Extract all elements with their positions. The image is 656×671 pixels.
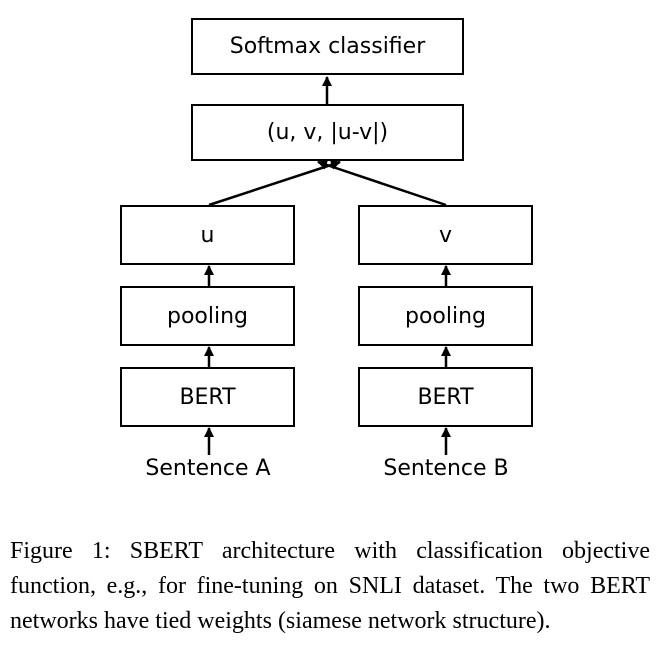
figure-caption: Figure 1: SBERT architecture with classi… xyxy=(10,538,650,634)
right-pooling-box: pooling xyxy=(358,286,533,346)
left-pooling-box: pooling xyxy=(120,286,295,346)
concat-box: (u, v, |u-v|) xyxy=(191,104,464,161)
sentence-b-label: Sentence B xyxy=(383,456,509,481)
right-bert-box: BERT xyxy=(358,367,533,427)
u-box: u xyxy=(120,205,295,265)
v-box: v xyxy=(358,205,533,265)
right-pooling-label: pooling xyxy=(404,303,487,329)
right-bert-label: BERT xyxy=(417,384,474,410)
sentence-a-label: Sentence A xyxy=(145,456,271,481)
concat-label: (u, v, |u-v|) xyxy=(266,120,389,145)
v-label: v xyxy=(438,222,453,248)
softmax-classifier-label: Softmax classifier xyxy=(229,34,426,59)
arrow-v-to-concat xyxy=(317,160,447,207)
arrow-u-to-concat xyxy=(208,160,341,207)
sbert-architecture-diagram: Softmax classifier (u, v, |u-v|) u v poo… xyxy=(120,18,533,481)
left-pooling-label: pooling xyxy=(166,303,249,329)
left-bert-box: BERT xyxy=(120,367,295,427)
arrows-layer xyxy=(204,76,451,455)
left-bert-label: BERT xyxy=(179,384,236,410)
softmax-classifier-box: Softmax classifier xyxy=(191,18,464,75)
u-label: u xyxy=(200,222,215,248)
